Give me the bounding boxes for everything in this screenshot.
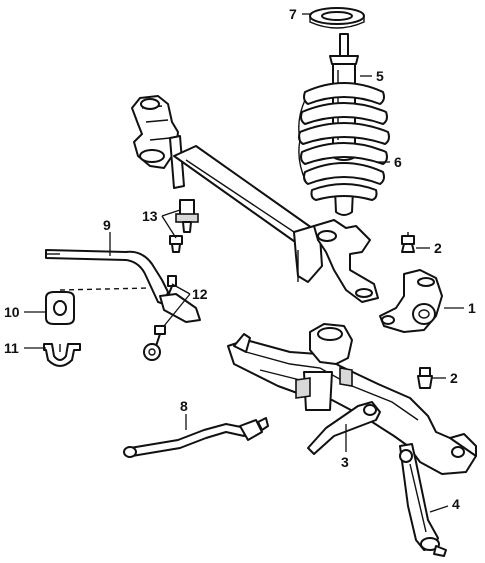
leader-lines [24, 13, 464, 513]
callout-7: 7 [289, 6, 297, 22]
callout-2-upper: 2 [434, 240, 442, 256]
coil-spring-part-6 [298, 82, 390, 201]
control-arm-part-3 [307, 401, 381, 455]
callout-8: 8 [180, 398, 188, 414]
crossmember-frame [227, 333, 477, 475]
callout-6: 6 [394, 154, 402, 170]
track-bar-part-8 [123, 417, 269, 458]
bushing-part-13 [169, 199, 199, 253]
stabilizer-clamp-part-11 [43, 343, 81, 367]
lower-axle-knuckle [295, 323, 353, 411]
lower-link-part-4 [399, 443, 447, 557]
stabilizer-link-part-12 [143, 275, 201, 361]
axle-beam [131, 95, 379, 303]
callout-4: 4 [452, 496, 460, 512]
callout-3: 3 [341, 454, 349, 470]
strut-insulator-part-7 [309, 7, 365, 29]
stabilizer-bar-part-9 [45, 249, 169, 305]
callout-1: 1 [468, 300, 476, 316]
callout-labels: 7 5 6 13 2 1 2 9 10 11 12 8 3 4 [4, 6, 476, 512]
callout-2-lower: 2 [450, 370, 458, 386]
ball-joint-part-2-upper [401, 232, 415, 253]
stabilizer-bushing-part-10 [45, 291, 75, 325]
callout-10: 10 [4, 304, 20, 320]
callout-12: 12 [192, 286, 208, 302]
ball-joint-part-2-lower [417, 367, 433, 389]
callout-11: 11 [4, 340, 19, 356]
callout-5: 5 [376, 68, 384, 84]
steering-knuckle-part-1 [379, 269, 443, 333]
callout-9: 9 [103, 217, 111, 233]
callout-13: 13 [142, 208, 158, 224]
